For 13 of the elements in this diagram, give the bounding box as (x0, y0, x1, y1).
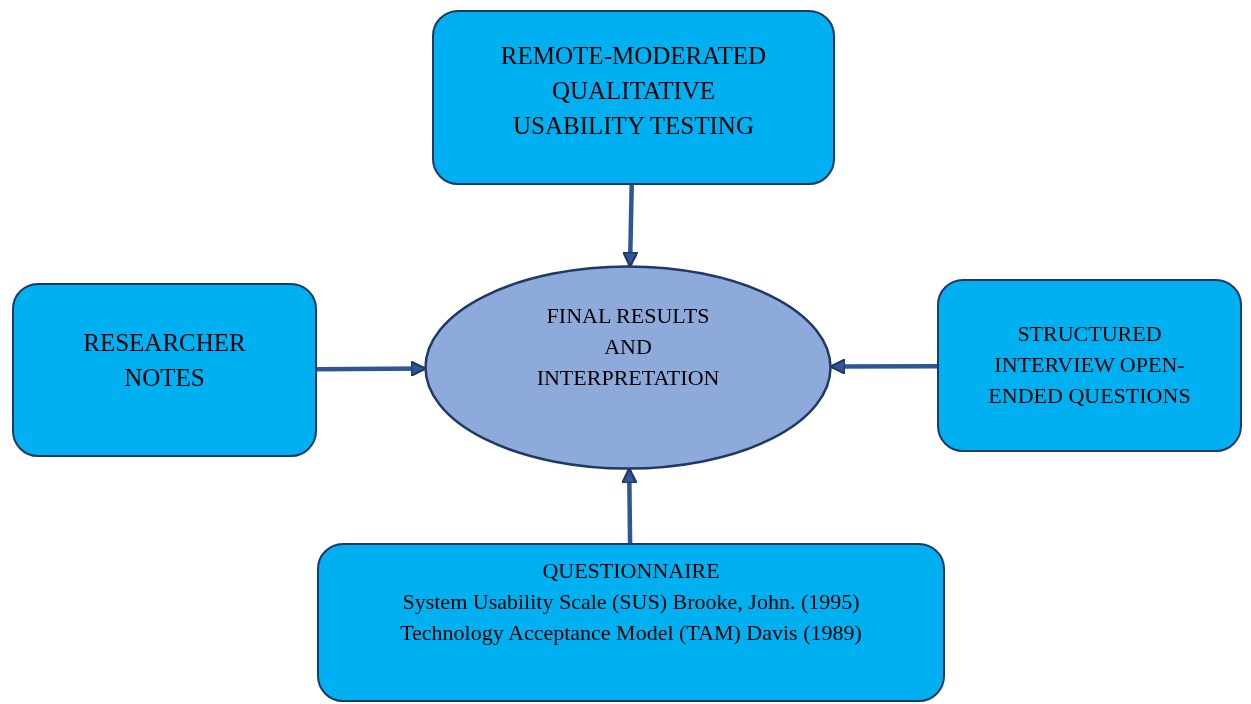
box-text: REMOTE-MODERATED QUALITATIVE USABILITY TESTING (499, 41, 768, 141)
process-box (937, 279, 1242, 452)
box-text: STRUCTURED INTERVIEW OPEN-ENDED QUESTIONS (987, 320, 1192, 410)
box-heading: QUESTIONNAIRE (542, 557, 720, 586)
box-text: FINAL RESULTS AND INTERPRETATION (536, 302, 720, 392)
process-box (12, 283, 317, 457)
box-text: Technology Acceptance Model (TAM) Davis (1989) (400, 618, 862, 647)
box-text: System Usability Scale (SUS) Brooke, John. (1995) (402, 588, 860, 617)
box-text: RESEARCHER NOTES (82, 328, 247, 393)
arrow (317, 360, 427, 377)
result-ellipse (424, 265, 832, 470)
process-box (317, 543, 945, 702)
process-box (432, 10, 835, 185)
